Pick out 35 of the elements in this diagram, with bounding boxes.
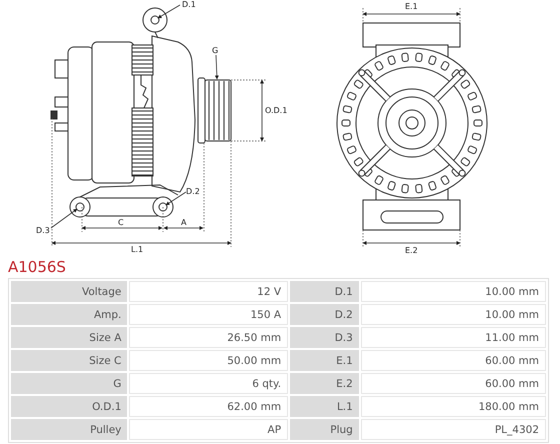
spec-name-cell: O.D.1 (11, 396, 128, 417)
dimension-label: E.1 (405, 2, 418, 11)
spec-value-cell: 50.00 mm (129, 350, 288, 371)
spec-value-cell: PL_4302 (360, 419, 546, 440)
spec-name-cell: D.1 (290, 281, 359, 302)
spec-name-cell: Amp. (11, 304, 128, 325)
spec-value-cell: 11.00 mm (360, 327, 546, 348)
dimension-label: C (118, 218, 124, 227)
part-number-title: A1056S (8, 258, 66, 276)
spec-value-cell: 6 qty. (129, 373, 288, 394)
dimension-label: A (181, 218, 186, 227)
spec-value-cell: 12 V (129, 281, 288, 302)
spec-name-cell: E.1 (290, 350, 359, 371)
spec-name-cell: Size C (11, 350, 128, 371)
spec-name-cell: Voltage (11, 281, 128, 302)
spec-name-cell: Pulley (11, 419, 128, 440)
dimension-label: O.D.1 (265, 106, 288, 115)
dimension-label: L.1 (131, 245, 144, 254)
dimension-label: E.2 (405, 246, 418, 255)
spec-value-cell: 180.00 mm (360, 396, 546, 417)
spec-name-cell: D.2 (290, 304, 359, 325)
spec-name-cell: D.3 (290, 327, 359, 348)
spec-name-cell: Size A (11, 327, 128, 348)
spec-value-cell: AP (129, 419, 288, 440)
spec-name-cell: E.2 (290, 373, 359, 394)
spec-value-cell: 10.00 mm (360, 304, 546, 325)
spec-name-cell: Plug (290, 419, 359, 440)
spec-value-cell: 10.00 mm (360, 281, 546, 302)
spec-value-cell: 62.00 mm (129, 396, 288, 417)
spec-name-cell: G (11, 373, 128, 394)
spec-value-cell: 60.00 mm (360, 350, 546, 371)
spec-value-cell: 150 A (129, 304, 288, 325)
spec-name-cell: L.1 (290, 396, 359, 417)
spec-value-cell: 26.50 mm (129, 327, 288, 348)
spec-value-cell: 60.00 mm (360, 373, 546, 394)
